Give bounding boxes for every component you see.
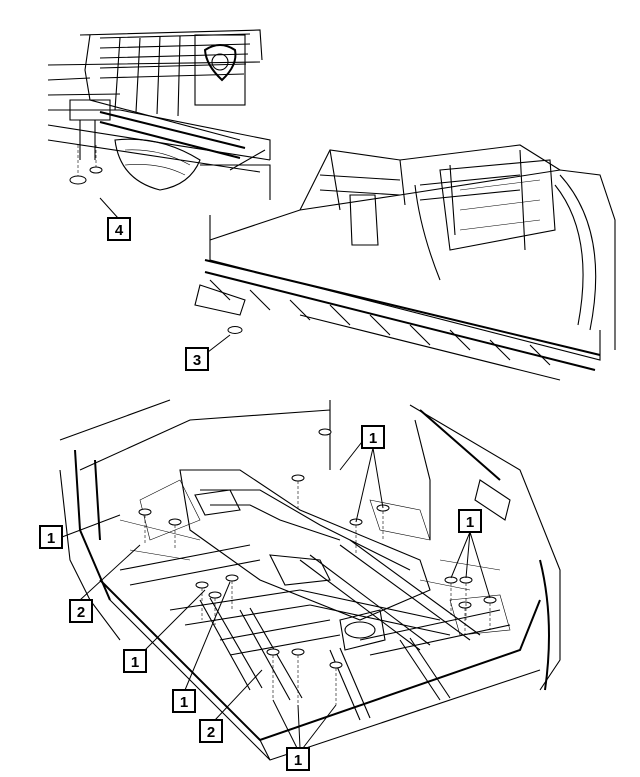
callout-4: 4 — [99, 197, 131, 241]
front-grille-view — [47, 29, 271, 200]
side-sill-view — [194, 144, 616, 381]
callout-1-bottom-label: 1 — [294, 752, 302, 769]
callout-4-label: 4 — [115, 222, 124, 239]
callout-1-left: 1 — [39, 514, 121, 549]
floor-pan-view — [59, 399, 561, 761]
callout-3: 3 — [185, 334, 231, 371]
callout-2-bottom-label: 2 — [207, 724, 215, 741]
callout-1-top: 1 — [339, 425, 385, 523]
callout-1-lower-middle-label: 1 — [180, 694, 188, 711]
callout-1-left-label: 1 — [47, 530, 55, 547]
callout-3-label: 3 — [193, 352, 201, 369]
callout-1-lower-left-label: 1 — [131, 654, 139, 671]
callout-1-lower-left: 1 — [123, 589, 206, 673]
callout-2-left-label: 2 — [77, 604, 85, 621]
callout-2-bottom: 2 — [199, 669, 263, 743]
callout-1-bottom: 1 — [272, 699, 337, 771]
callout-1-lower-middle: 1 — [172, 581, 231, 713]
callout-1-top-label: 1 — [369, 430, 377, 447]
callout-1-right-label: 1 — [466, 514, 474, 531]
callout-1-right: 1 — [450, 509, 491, 599]
callout-2-left: 2 — [69, 544, 141, 623]
